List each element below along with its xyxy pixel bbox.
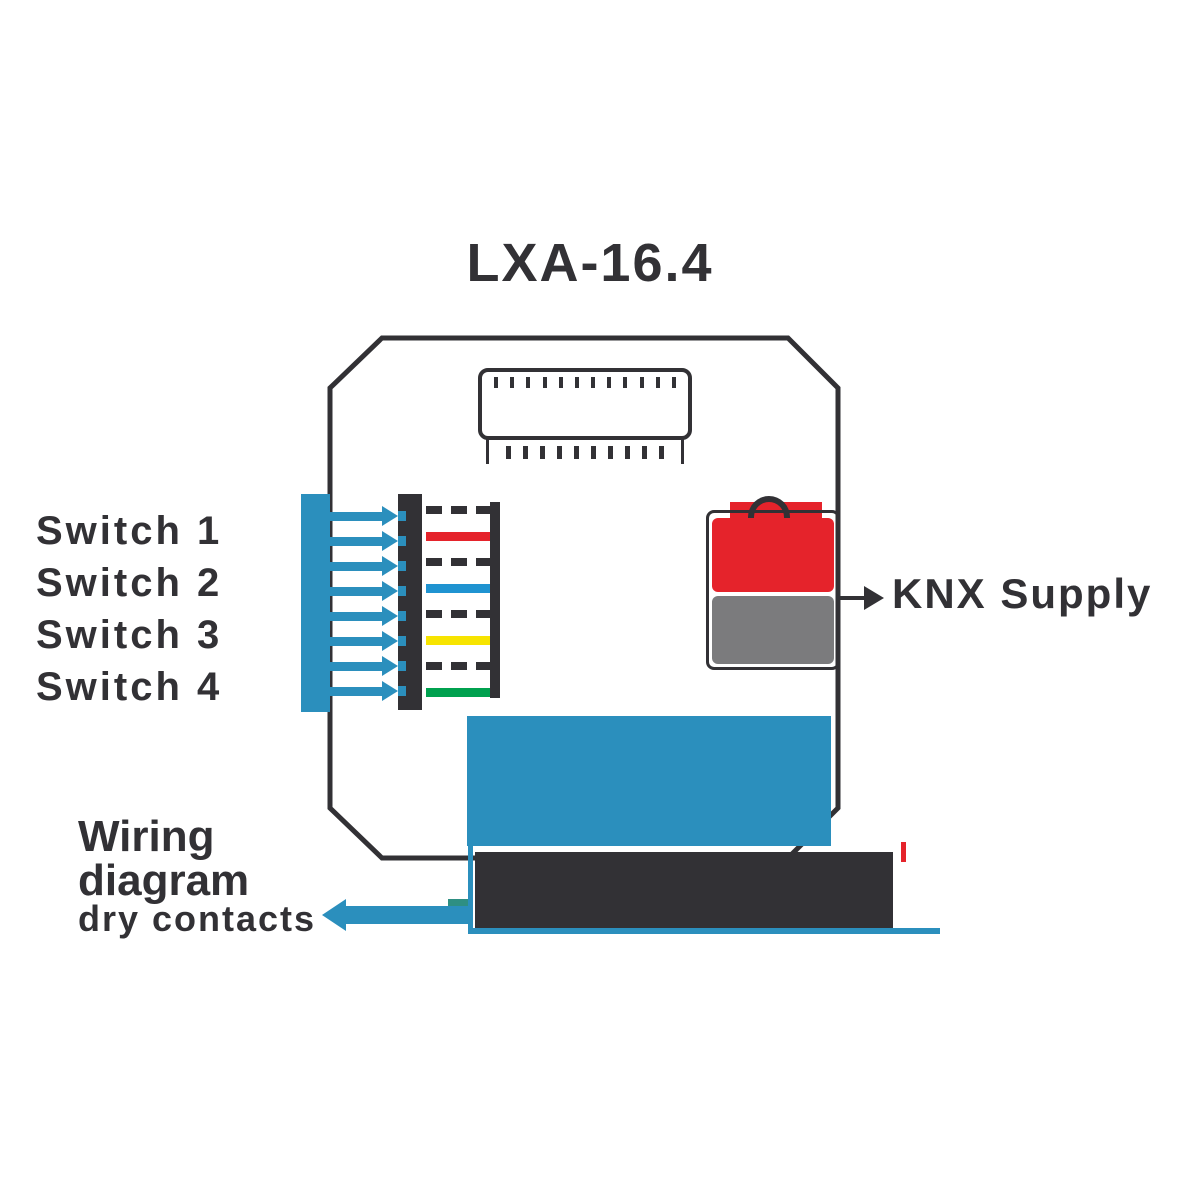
red-wire-stub — [901, 842, 906, 862]
input-arrow-icon — [330, 681, 398, 701]
top-connector-pin-row-lower — [506, 446, 664, 459]
contact-label-1: Switch 1 — [36, 509, 223, 553]
pin-tick — [655, 377, 660, 388]
common-area-fill — [467, 716, 831, 846]
wire-common-2 — [426, 558, 492, 566]
pin-tick — [591, 446, 596, 459]
wire-yellow — [426, 636, 492, 645]
wire-entry — [398, 561, 406, 571]
input-bus-bar — [301, 494, 330, 712]
wire-entry — [398, 661, 406, 671]
knx-leader-line — [838, 596, 864, 600]
knx-clip-handle-icon — [748, 496, 790, 518]
pin-tick — [671, 377, 676, 388]
knx-red-clamp — [712, 518, 834, 592]
top-connector — [478, 368, 692, 464]
terminal-strip — [398, 494, 422, 710]
pin-tick — [642, 446, 647, 459]
device-lower-panel — [475, 852, 893, 928]
input-arrow-icon — [330, 506, 398, 526]
pin-tick — [607, 377, 612, 388]
wire-green — [426, 688, 492, 697]
common-line-horizontal — [468, 928, 940, 934]
wire-common-4 — [426, 662, 492, 670]
input-arrow-icon — [330, 631, 398, 651]
pin-tick — [557, 446, 562, 459]
pin-tick — [526, 377, 531, 388]
wire-entry — [398, 511, 406, 521]
wire-entry — [398, 611, 406, 621]
contact-label-3: Switch 3 — [36, 613, 223, 657]
pin-tick — [608, 446, 613, 459]
pin-tick — [574, 446, 579, 459]
device-title: LXA-16.4 — [466, 233, 714, 293]
wire-entry — [398, 586, 406, 596]
contact-label-2: Switch 2 — [36, 561, 223, 605]
common-collector-bar — [490, 502, 500, 698]
knx-gray-clamp — [712, 596, 834, 664]
dry-contacts-label: dry contacts — [78, 898, 317, 939]
note-line-1: Wiring — [78, 812, 215, 861]
pin-tick — [558, 377, 563, 388]
pin-tick — [625, 446, 630, 459]
wire-red — [426, 532, 492, 541]
pin-tick — [494, 377, 498, 388]
pin-tick — [510, 377, 515, 388]
contact-label-4: Switch 4 — [36, 665, 223, 709]
pin-tick — [540, 446, 545, 459]
wire-common-3 — [426, 610, 492, 618]
pin-tick — [623, 377, 628, 388]
arrow-right-icon — [864, 586, 884, 610]
knx-supply-label: KNX Supply — [892, 570, 1153, 617]
wire-blue — [426, 584, 492, 593]
input-arrow-icon — [330, 581, 398, 601]
input-arrow-icon — [330, 556, 398, 576]
common-line-vertical — [468, 846, 473, 934]
pin-tick — [523, 446, 528, 459]
wire-entry — [398, 636, 406, 646]
wire-common-1 — [426, 506, 492, 514]
input-arrow-icon — [330, 606, 398, 626]
wire-entry — [398, 536, 406, 546]
pin-tick — [506, 446, 511, 459]
pin-tick — [542, 377, 547, 388]
connector-leg-icon — [486, 438, 489, 464]
top-connector-pin-row — [494, 377, 676, 388]
wire-entry — [398, 686, 406, 696]
input-arrow-icon — [330, 656, 398, 676]
pin-tick — [659, 446, 664, 459]
note-line-2: diagram — [78, 856, 250, 905]
arrow-left-icon — [322, 899, 470, 931]
pin-tick — [639, 377, 644, 388]
pin-tick — [591, 377, 596, 388]
connector-leg-icon — [681, 438, 684, 464]
pin-tick — [574, 377, 579, 388]
knx-terminal-outline — [706, 510, 840, 670]
input-arrow-icon — [330, 531, 398, 551]
